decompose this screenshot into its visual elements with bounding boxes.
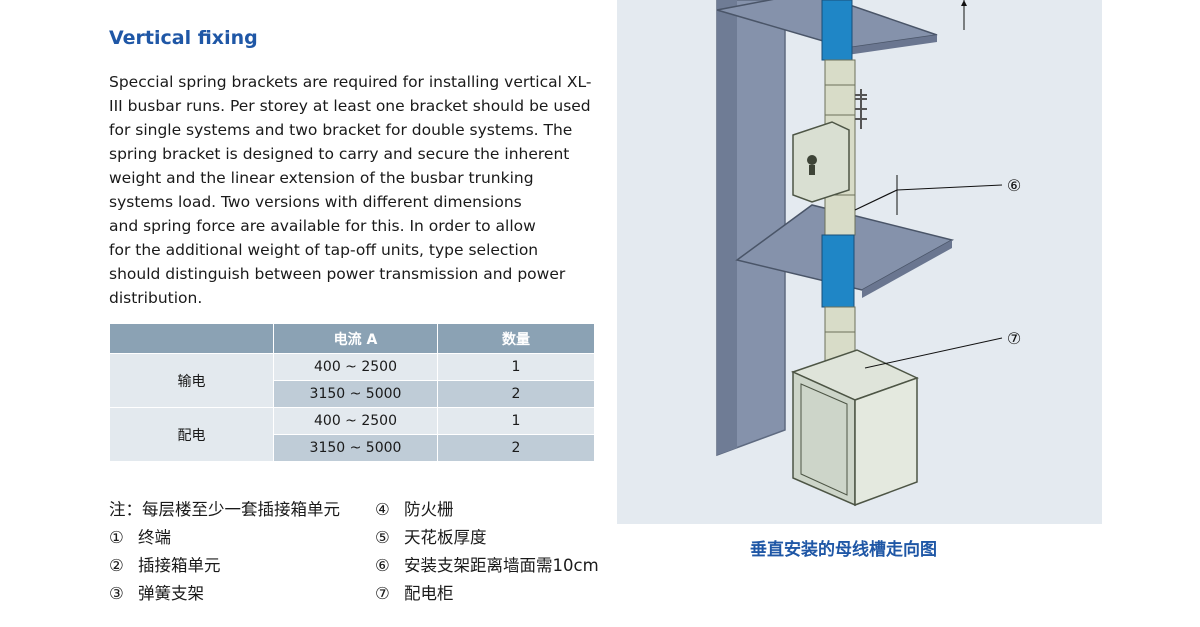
- current-cell: 400 ~ 2500: [273, 407, 438, 435]
- note-number: ⑥: [375, 556, 390, 575]
- notes-right: ④ 防火栅 ⑤ 天花板厚度 ⑥ 安装支架距离墙面需10cm ⑦ 配电柜: [375, 496, 599, 608]
- quantity-cell: 2: [437, 380, 595, 408]
- table-row: 配电 400 ~ 2500 1: [109, 407, 595, 462]
- spring-bracket-icon: [855, 89, 867, 129]
- note-item: ③ 弹簧支架: [109, 580, 340, 608]
- body-line: for single systems and two bracket for d…: [109, 121, 573, 139]
- body-line: distribution.: [109, 289, 203, 307]
- body-paragraph: Speccial spring brackets are required fo…: [109, 70, 609, 310]
- quantity-cell: 1: [437, 353, 595, 381]
- header-cell-current: 电流 A: [273, 323, 438, 354]
- body-line: and spring force are available for this.…: [109, 217, 536, 235]
- distribution-cabinet-side: [854, 376, 918, 507]
- note-item: ④ 防火栅: [375, 496, 599, 524]
- current-cell: 3150 ~ 5000: [273, 380, 438, 408]
- body-line: III busbar runs. Per storey at least one…: [109, 97, 591, 115]
- note-text: 终端: [138, 528, 171, 547]
- diagram-illustration: ⑥ ⑦: [716, 0, 1021, 507]
- busbar-segment-top: [821, 0, 853, 61]
- note-item: ⑥ 安装支架距离墙面需10cm: [375, 552, 599, 580]
- note-item: ② 插接箱单元: [109, 552, 340, 580]
- note-number: ②: [109, 556, 124, 575]
- body-line: for the additional weight of tap-off uni…: [109, 241, 539, 259]
- current-cell: 3150 ~ 5000: [273, 434, 438, 462]
- busbar-installation-diagram: ⑥ ⑦: [617, 0, 1102, 524]
- note-item: ① 终端: [109, 524, 340, 552]
- diagram-caption: 垂直安装的母线槽走向图: [750, 540, 937, 560]
- note-number: ③: [109, 584, 124, 603]
- quantity-cell: 1: [437, 407, 595, 435]
- callout-leader-7: [864, 337, 1003, 369]
- note-number: ⑤: [375, 528, 390, 547]
- note-text: 插接箱单元: [138, 556, 221, 575]
- header-cell-category: [109, 323, 274, 354]
- note-text: 弹簧支架: [138, 584, 204, 603]
- section-heading: Vertical fixing: [109, 27, 258, 49]
- callout-label-7: ⑦: [1007, 329, 1021, 348]
- table-row: 输电 400 ~ 2500 1: [109, 353, 595, 408]
- note-text: 天花板厚度: [404, 528, 487, 547]
- header-cell-quantity: 数量: [437, 323, 595, 354]
- tap-off-unit: [792, 121, 850, 203]
- note-item: ⑤ 天花板厚度: [375, 524, 599, 552]
- table-header-row: 电流 A 数量: [109, 323, 595, 354]
- quantity-cell: 2: [437, 434, 595, 462]
- note-text: 安装支架距离墙面需10cm: [404, 556, 599, 575]
- body-line: should distinguish between power transmi…: [109, 265, 566, 283]
- note-text: 配电柜: [404, 584, 454, 603]
- table-row: 3150 ~ 5000 2: [110, 434, 595, 462]
- note-number: ④: [375, 500, 390, 519]
- callout-label-6: ⑥: [1007, 176, 1021, 195]
- clearance-arrow: [854, 189, 898, 211]
- current-cell: 400 ~ 2500: [273, 353, 438, 381]
- callout-leader-6: [896, 184, 1003, 191]
- bracket-selection-table: 电流 A 数量 输电 400 ~ 2500 1 3150 ~ 5000 2 配电…: [109, 323, 595, 462]
- note-number: ⑦: [375, 584, 390, 603]
- table-row: 3150 ~ 5000 2: [110, 380, 595, 408]
- body-line: systems load. Two versions with differen…: [109, 193, 522, 211]
- notes-left: 注：每层楼至少一套插接箱单元 ① 终端 ② 插接箱单元 ③ 弹簧支架: [109, 496, 340, 608]
- wall-side-face: [717, 0, 737, 455]
- category-cell: 输电: [109, 353, 274, 408]
- note-text: 防火栅: [404, 500, 454, 519]
- body-line: weight and the linear extension of the b…: [109, 169, 534, 187]
- tap-off-handle-icon: [807, 155, 817, 165]
- note-item: ⑦ 配电柜: [375, 580, 599, 608]
- body-line: spring bracket is designed to carry and …: [109, 145, 570, 163]
- category-cell: 配电: [109, 407, 274, 462]
- body-line: Speccial spring brackets are required fo…: [109, 73, 592, 91]
- notes-intro: 注：每层楼至少一套插接箱单元: [109, 500, 340, 519]
- note-number: ①: [109, 528, 124, 547]
- busbar-fire-barrier: [821, 234, 855, 308]
- upper-floor-edge: [847, 35, 937, 55]
- middle-floor-edge: [862, 240, 952, 298]
